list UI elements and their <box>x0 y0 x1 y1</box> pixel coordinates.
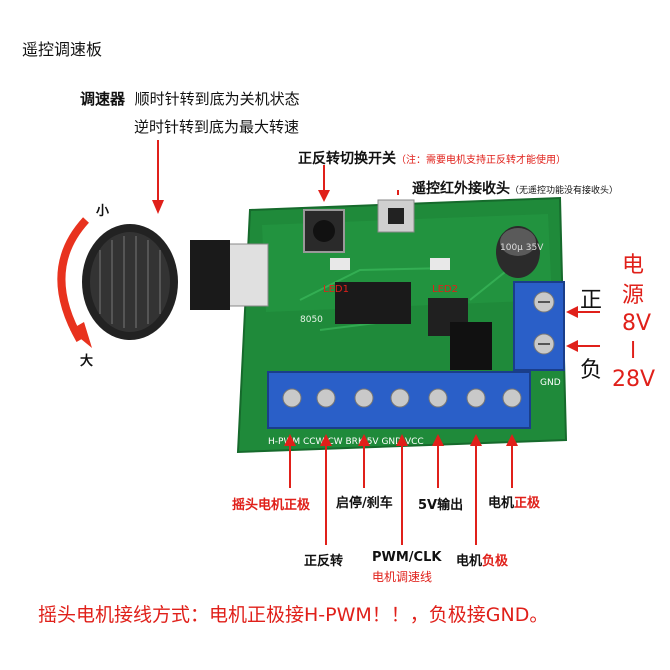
switch-main: 正反转切换开关 <box>298 151 396 167</box>
terminal-strip[interactable] <box>267 371 531 429</box>
label-fwd-rev: 正反转 <box>304 554 344 569</box>
inductor <box>450 322 492 370</box>
terminal-silk: H-PWM CCW/CW BRK 5V GND VCC <box>268 437 424 447</box>
knob-desc-1: 调速器 顺时针转到底为关机状态 <box>80 88 300 109</box>
knob-small: 小 <box>96 204 110 219</box>
capacitor: 100μ 35V <box>496 226 544 278</box>
power-char-1: 电 <box>622 253 645 278</box>
power-char-2: 源 <box>622 283 645 308</box>
power-char-5: 28V <box>612 367 656 392</box>
label-pos: 正极 <box>514 496 541 511</box>
led1 <box>330 258 350 270</box>
label-5v: 5V输出 <box>418 498 464 513</box>
led2-label: LED2 <box>432 284 458 295</box>
power-terminal[interactable] <box>513 281 565 371</box>
label-motor2: 电机 <box>456 554 483 569</box>
gnd-silk: GND <box>540 378 561 388</box>
power-positive: 正 <box>580 288 603 313</box>
knob-large: 大 <box>80 354 94 369</box>
arrow-head-icon <box>70 322 92 348</box>
label-pwm-clk: PWM/CLK <box>372 550 442 565</box>
label-motor-pos-swing: 摇头电机正极 <box>232 498 311 513</box>
label-speed-line: 电机调速线 <box>372 570 433 584</box>
label-motor-neg: 电机负极 <box>456 550 508 569</box>
label-neg: 负极 <box>482 554 509 569</box>
knob-name: 调速器 <box>80 90 126 108</box>
ir-label: 遥控红外接收头（无遥控功能没有接收头） <box>412 178 618 198</box>
power-negative: 负 <box>580 358 603 383</box>
wiring-note: 摇头电机接线方式：电机正极接H-PWM！！，负极接GND。 <box>38 604 549 626</box>
pointer-arrows <box>152 140 600 545</box>
rotation-arrow-icon <box>57 217 89 342</box>
speed-knob[interactable] <box>82 224 269 340</box>
ir-note: （无遥控功能没有接收头） <box>510 186 619 196</box>
ic-chip <box>335 282 411 324</box>
switch-note: （注：需要电机支持正反转才能使用） <box>396 155 566 166</box>
power-char-3: 8V <box>622 311 652 336</box>
ir-main: 遥控红外接收头 <box>412 181 510 197</box>
direction-switch[interactable] <box>303 209 345 253</box>
led1-label: LED1 <box>323 284 349 295</box>
power-char-4: l <box>630 339 637 364</box>
cap-label: 100μ 35V <box>500 243 544 253</box>
knob-line2: 逆时针转到底为最大转速 <box>134 118 300 136</box>
page-title: 遥控调速板 <box>22 40 103 59</box>
label-motor-pos: 电机正极 <box>488 492 540 511</box>
label-motor: 电机 <box>488 496 515 511</box>
transistor-label: 8050 <box>300 315 323 325</box>
led2 <box>430 258 450 270</box>
switch-label: 正反转切换开关（注：需要电机支持正反转才能使用） <box>298 148 566 168</box>
knob-line1: 顺时针转到底为关机状态 <box>134 90 300 108</box>
label-start-stop: 启停/刹车 <box>336 496 393 511</box>
ir-receiver <box>377 199 415 233</box>
